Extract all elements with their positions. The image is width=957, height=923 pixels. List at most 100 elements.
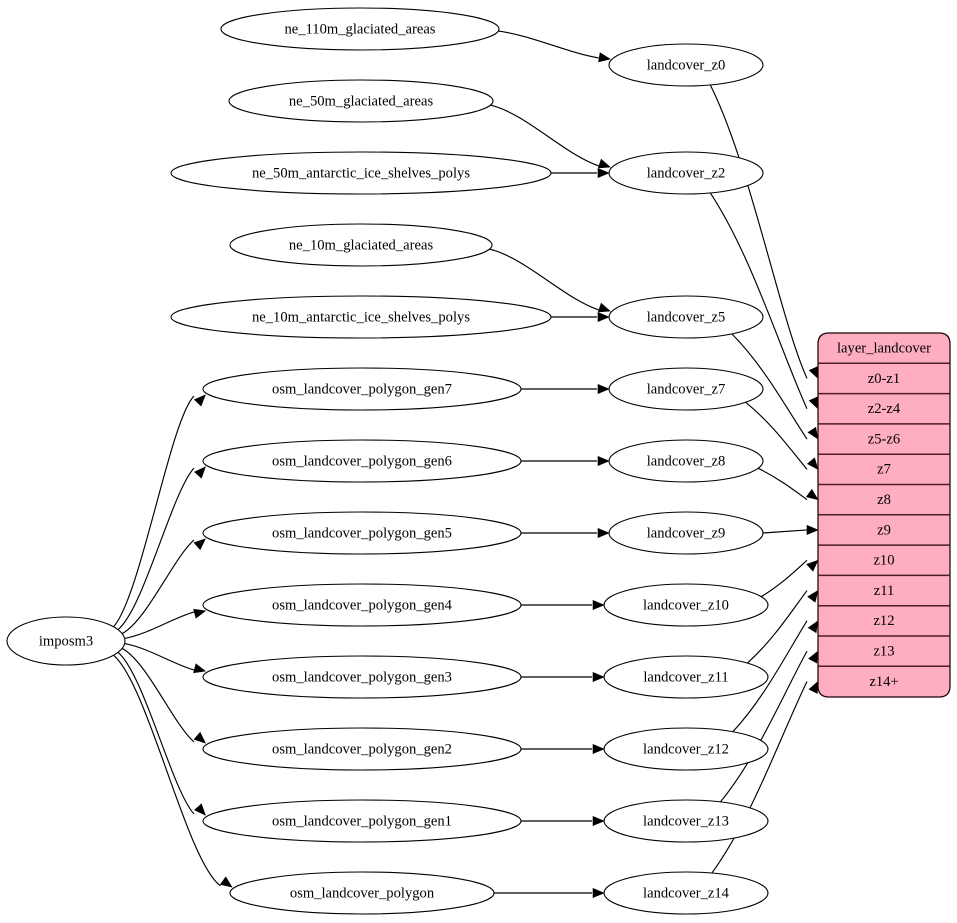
node-ellipse: [202, 367, 522, 411]
node-ellipse: [202, 583, 522, 627]
node-label: landcover_z13: [643, 813, 729, 829]
edge-landcover_z11-to-layer_landcover.z11-arrowhead: [807, 589, 819, 603]
layer-table-row-label: z7: [877, 462, 891, 478]
edge-landcover_z14-to-layer_landcover.z14+-arrowhead: [808, 680, 819, 694]
edge-osm_landcover_polygon_gen1-to-landcover_z13-arrowhead: [592, 815, 605, 827]
edge-osm_landcover_polygon_gen2-to-landcover_z12-arrowhead: [592, 743, 605, 755]
node-label: osm_landcover_polygon_gen4: [272, 597, 453, 613]
node-ne_10m_antarctic_ice_shelves_polys[interactable]: ne_10m_antarctic_ice_shelves_polys: [170, 295, 552, 339]
node-imposm3[interactable]: imposm3: [6, 616, 126, 666]
node-ellipse: [229, 871, 495, 915]
edge-imposm3-to-osm_landcover_polygon_gen2-arrowhead: [193, 731, 206, 744]
node-label: landcover_z2: [647, 165, 726, 181]
edge-landcover_z10-to-layer_landcover.z10-arrowhead: [806, 559, 819, 572]
node-label: landcover_z0: [647, 57, 726, 73]
node-label: landcover_z11: [643, 669, 728, 685]
node-ne_10m_glaciated_areas[interactable]: ne_10m_glaciated_areas: [229, 223, 493, 267]
edge-osm_landcover_polygon_gen5-to-landcover_z9-arrowhead: [597, 527, 610, 539]
edge-ne_10m_antarctic_ice_shelves_polys-to-landcover_z5-arrowhead: [597, 311, 610, 323]
node-label: imposm3: [39, 633, 93, 649]
node-landcover_z10[interactable]: landcover_z10: [603, 583, 769, 627]
node-landcover_z11[interactable]: landcover_z11: [603, 655, 769, 699]
edge-landcover_z7-to-layer_landcover.z7: [745, 401, 808, 470]
node-ellipse: [202, 439, 522, 483]
node-ellipse: [202, 799, 522, 843]
edge-ne_50m_glaciated_areas-to-landcover_z2-arrowhead: [597, 158, 611, 169]
node-landcover_z13[interactable]: landcover_z13: [603, 799, 769, 843]
node-label: landcover_z8: [647, 453, 726, 469]
edge-imposm3-to-osm_landcover_polygon-arrowhead: [219, 876, 233, 888]
node-ellipse: [608, 151, 764, 195]
edge-osm_landcover_polygon_gen4-to-landcover_z10-arrowhead: [592, 599, 605, 611]
edge-landcover_z9-to-layer_landcover.z9-arrowhead: [806, 524, 819, 536]
edge-layer: [113, 30, 819, 899]
edge-imposm3-to-osm_landcover_polygon_gen3: [124, 643, 195, 671]
node-landcover_z14[interactable]: landcover_z14: [603, 871, 769, 915]
node-landcover_z8[interactable]: landcover_z8: [608, 439, 764, 483]
node-ne_50m_glaciated_areas[interactable]: ne_50m_glaciated_areas: [228, 79, 494, 123]
node-ellipse: [202, 727, 522, 771]
node-label: landcover_z9: [647, 525, 726, 541]
node-label: osm_landcover_polygon_gen5: [272, 525, 452, 541]
node-osm_landcover_polygon_gen1[interactable]: osm_landcover_polygon_gen1: [202, 799, 522, 843]
edge-landcover_z9-to-layer_landcover.z9: [762, 529, 808, 534]
node-ellipse: [170, 295, 552, 339]
edge-landcover_z12-to-layer_landcover.z12-arrowhead: [807, 620, 819, 634]
node-osm_landcover_polygon_gen2[interactable]: osm_landcover_polygon_gen2: [202, 727, 522, 771]
node-landcover_z0[interactable]: landcover_z0: [608, 43, 764, 87]
node-ellipse: [608, 511, 764, 555]
edge-landcover_z5-to-layer_landcover.z5-z6: [731, 333, 808, 440]
edge-landcover_z13-to-layer_landcover.z13: [719, 650, 808, 803]
edge-osm_landcover_polygon_gen7-to-landcover_z7-arrowhead: [597, 383, 610, 395]
node-label: ne_110m_glaciated_areas: [284, 21, 435, 37]
layer-table-row-label: z2-z4: [868, 401, 901, 417]
node-label: osm_landcover_polygon_gen7: [272, 381, 452, 397]
edge-ne_10m_glaciated_areas-to-landcover_z5: [489, 248, 599, 311]
node-label: landcover_z10: [643, 597, 729, 613]
node-osm_landcover_polygon_gen4[interactable]: osm_landcover_polygon_gen4: [202, 583, 522, 627]
node-landcover_z12[interactable]: landcover_z12: [603, 727, 769, 771]
layer-table-row-label: z13: [873, 643, 894, 659]
node-ne_110m_glaciated_areas[interactable]: ne_110m_glaciated_areas: [220, 7, 500, 51]
node-landcover_z7[interactable]: landcover_z7: [608, 367, 764, 411]
edge-ne_50m_antarctic_ice_shelves_polys-to-landcover_z2-arrowhead: [597, 167, 610, 179]
node-osm_landcover_polygon_gen7[interactable]: osm_landcover_polygon_gen7: [202, 367, 522, 411]
layer-landcover-table: layer_landcoverz0-z1z2-z4z5-z6z7z8z9z10z…: [817, 332, 951, 698]
node-landcover_z9[interactable]: landcover_z9: [608, 511, 764, 555]
edge-imposm3-to-osm_landcover_polygon_gen7: [113, 395, 195, 628]
edge-landcover_z10-to-layer_landcover.z10: [760, 559, 808, 598]
node-osm_landcover_polygon[interactable]: osm_landcover_polygon: [229, 871, 495, 915]
node-label: landcover_z14: [643, 885, 730, 901]
edge-osm_landcover_polygon_gen3-to-landcover_z11-arrowhead: [592, 671, 605, 683]
edge-ne_110m_glaciated_areas-to-landcover_z0-arrowhead: [598, 52, 611, 63]
node-osm_landcover_polygon_gen5[interactable]: osm_landcover_polygon_gen5: [202, 511, 522, 555]
node-ellipse: [229, 223, 493, 267]
layer-table-row-label: z8: [877, 492, 891, 508]
node-osm_landcover_polygon_gen6[interactable]: osm_landcover_polygon_gen6: [202, 439, 522, 483]
layer-table-row-label: z10: [873, 553, 894, 569]
node-landcover_z2[interactable]: landcover_z2: [608, 151, 764, 195]
node-ne_50m_antarctic_ice_shelves_polys[interactable]: ne_50m_antarctic_ice_shelves_polys: [170, 151, 552, 195]
edge-imposm3-to-osm_landcover_polygon_gen6-arrowhead: [194, 466, 206, 479]
node-ellipse: [603, 799, 769, 843]
node-landcover_z5[interactable]: landcover_z5: [608, 295, 764, 339]
node-ellipse: [608, 367, 764, 411]
edge-landcover_z8-to-layer_landcover.z8: [757, 467, 808, 501]
node-ellipse: [220, 7, 500, 51]
node-ellipse: [202, 655, 522, 699]
node-ellipse: [202, 511, 522, 555]
edge-imposm3-to-osm_landcover_polygon_gen1-arrowhead: [194, 803, 206, 816]
node-ellipse: [608, 43, 764, 87]
node-ellipse: [170, 151, 552, 195]
layer-table-row-label: z5-z6: [868, 431, 900, 447]
edge-landcover_z13-to-layer_landcover.z13-arrowhead: [808, 650, 819, 664]
layer-table-row-label: z14+: [869, 674, 898, 690]
node-osm_landcover_polygon_gen3[interactable]: osm_landcover_polygon_gen3: [202, 655, 522, 699]
node-ellipse: [603, 727, 769, 771]
edge-landcover_z0-to-layer_landcover.z0-z1: [709, 84, 808, 379]
edge-imposm3-to-osm_landcover_polygon_gen7-arrowhead: [193, 394, 206, 407]
node-label: ne_50m_glaciated_areas: [289, 93, 434, 109]
node-ellipse: [603, 583, 769, 627]
